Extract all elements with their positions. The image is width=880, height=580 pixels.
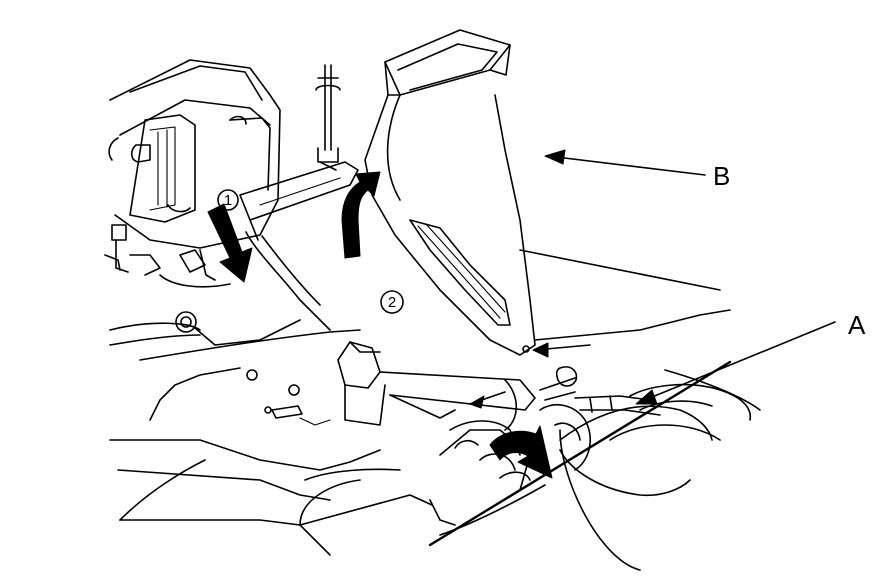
floor-structure <box>109 249 731 556</box>
arrow-down-step1 <box>207 203 253 283</box>
step-label-1: 1 <box>224 192 232 209</box>
callout-leaders <box>532 149 836 405</box>
dash-edge <box>428 360 761 571</box>
arrow-up-lift <box>341 171 381 259</box>
duct-bracket <box>239 161 359 331</box>
hvac-housing <box>104 59 281 288</box>
callout-label-b: B <box>713 161 730 191</box>
arrow-rotate-release <box>489 425 553 479</box>
step-label-2: 2 <box>388 294 396 311</box>
action-arrows <box>207 171 553 479</box>
callout-label-a: A <box>848 310 866 340</box>
step-marker-1: 1 <box>217 189 239 211</box>
linkage-rod <box>315 64 341 171</box>
step-marker-2: 2 <box>380 290 404 314</box>
callout-b-leader <box>547 155 706 176</box>
callout-a-leader <box>639 321 836 403</box>
